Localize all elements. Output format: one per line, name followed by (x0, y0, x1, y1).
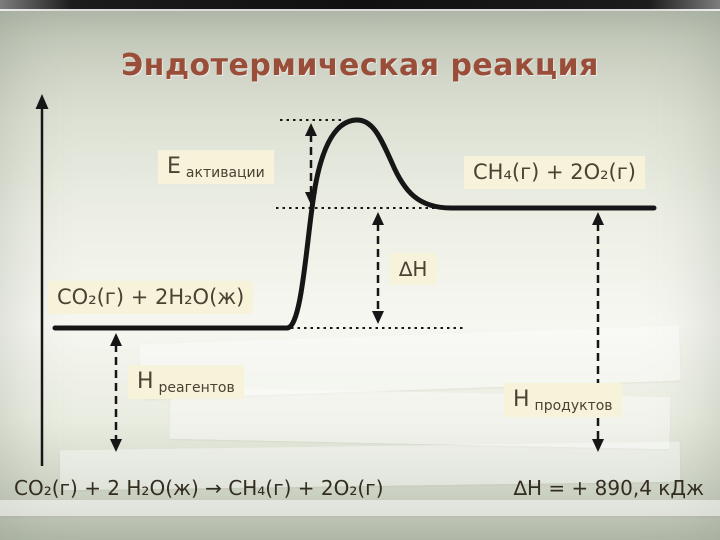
h-products-word: продуктов (534, 398, 613, 414)
products-level-label: CH₄(г) + 2O₂(г) (464, 156, 645, 190)
arrow-down-head (592, 439, 604, 452)
activation-energy-symbol: E (167, 154, 181, 179)
activation-energy-arrow (305, 123, 317, 205)
delta-h-label: ∆H (390, 253, 437, 285)
arrow-up-head (110, 333, 122, 346)
delta-h-arrow (372, 212, 384, 324)
h-products-arrow (592, 212, 604, 452)
enthalpy-value: ∆H = + 890,4 кДж (513, 476, 704, 500)
h-reactants-symbol: H (137, 369, 154, 394)
reaction-equation: CO₂(г) + 2 H₂O(ж) → CH₄(г) + 2O₂(г) (14, 476, 384, 500)
reactants-level-label: CO₂(г) + 2H₂O(ж) (48, 281, 254, 315)
arrow-down-head (372, 311, 384, 324)
arrow-down-head (305, 192, 317, 205)
arrow-up-head (372, 212, 384, 225)
h-reactants-word: реагентов (158, 380, 235, 396)
arrow-up-head (592, 212, 604, 225)
h-reactants-arrow (110, 333, 122, 452)
energy-axis (35, 94, 49, 466)
reaction-equation-row: CO₂(г) + 2 H₂O(ж) → CH₄(г) + 2O₂(г) ∆H =… (14, 476, 704, 500)
h-products-symbol: H (513, 387, 530, 412)
energy-axis-arrowhead (35, 94, 49, 109)
reaction-energy-curve (52, 117, 657, 331)
activation-energy-word: активации (185, 165, 265, 181)
slide-title: Эндотермическая реакция (121, 48, 599, 83)
arrow-down-head (110, 439, 122, 452)
background-paper-shape (0, 500, 720, 516)
arrow-up-head (305, 123, 317, 136)
top-border-bar (0, 0, 720, 11)
